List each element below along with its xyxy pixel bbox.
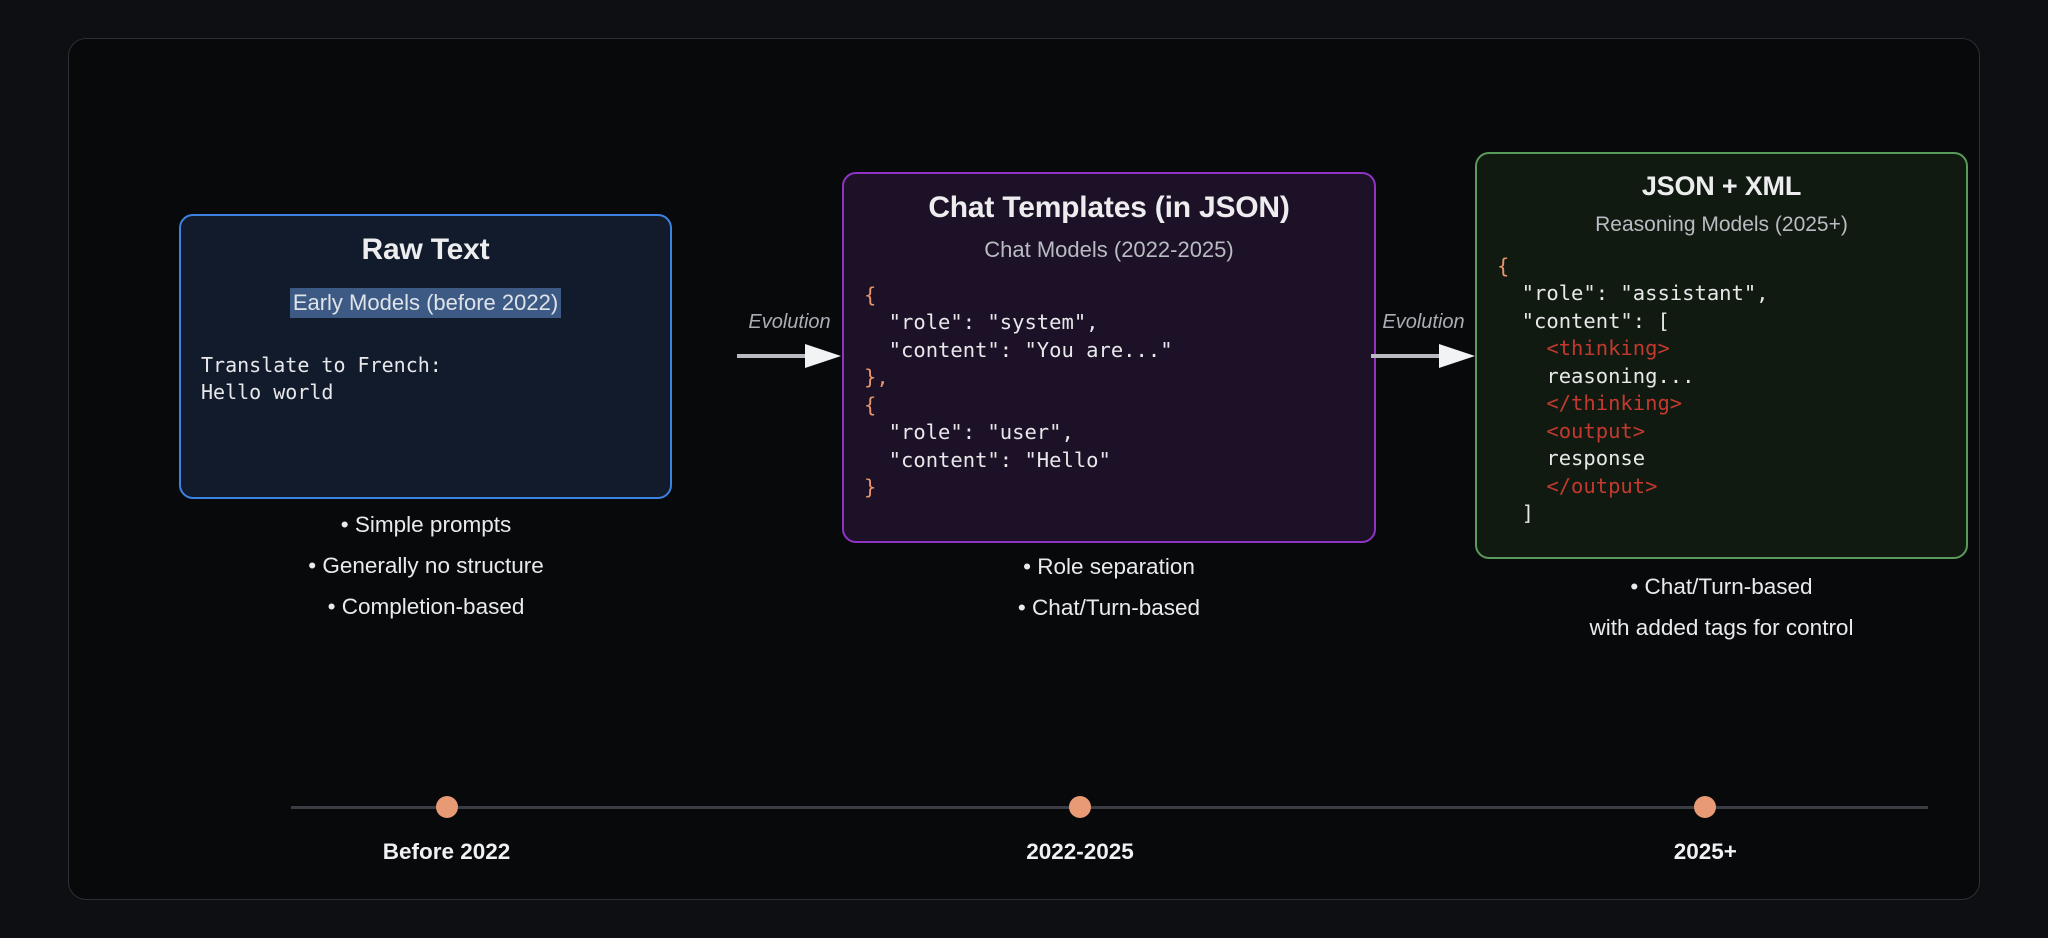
code-line: "content": [ [1497, 308, 1670, 333]
timeline: Before 2022 2022-2025 2025+ [291, 784, 1928, 894]
stage-code-block: { "role": "assistant", "content": [ <thi… [1497, 253, 1946, 528]
code-line: ] [1497, 501, 1535, 526]
code-line: "role": "system", [864, 310, 1099, 334]
stage-code-block: { "role": "system", "content": "You are.… [864, 282, 1354, 502]
stage-title: Chat Templates (in JSON) [928, 191, 1290, 224]
timeline-dot [1694, 796, 1717, 818]
stage-bullet: with added tags for control [1589, 615, 1854, 640]
code-line: "role": "user", [864, 420, 1074, 444]
timeline-label: 2022-2025 [1026, 839, 1134, 864]
code-line: { [1497, 253, 1510, 278]
stage-title: JSON + XML [1641, 171, 1802, 201]
timeline-axis [291, 806, 1928, 809]
arrow-label: Evolution [748, 311, 831, 333]
stage-bullet: • Chat/Turn-based [1630, 574, 1813, 599]
stage-bullet: • Simple prompts [340, 512, 512, 537]
stage-subtitle: Reasoning Models (2025+) [1595, 213, 1848, 237]
code-line: </thinking> [1497, 391, 1683, 416]
code-line: { [864, 392, 877, 417]
stage-card-raw-text: Raw Text Early Models (before 2022) Tran… [179, 214, 672, 499]
stage-bullet: • Role separation [1023, 554, 1195, 579]
code-line: "role": "assistant", [1497, 281, 1769, 306]
stage-code-block: Translate to French: Hello world [201, 352, 442, 405]
arrow-label: Evolution [1382, 311, 1465, 333]
code-line: }, [864, 365, 889, 389]
diagram-panel: Raw Text Early Models (before 2022) Tran… [68, 38, 1980, 900]
evolution-arrow-1: Evolution [737, 311, 842, 371]
code-line: } [864, 475, 877, 499]
timeline-dot [435, 796, 458, 818]
stage-subtitle: Chat Models (2022-2025) [984, 237, 1234, 262]
code-line: "content": "You are..." [864, 337, 1173, 362]
stage-bullets-raw-text: • Simple prompts • Generally no structure… [249, 504, 603, 627]
code-line: response [1497, 446, 1646, 471]
timeline-label: Before 2022 [382, 839, 511, 864]
code-line: <output> [1497, 418, 1646, 443]
stage-subtitle-wrap: Early Models (before 2022) [201, 278, 650, 318]
arrow-right-icon [737, 344, 841, 368]
code-line: { [864, 282, 877, 307]
timeline-label: 2025+ [1673, 839, 1737, 864]
arrow-right-icon [1371, 344, 1475, 368]
stage-card-chat-templates: Chat Templates (in JSON) Chat Models (20… [842, 172, 1376, 543]
timeline-dot [1069, 796, 1092, 818]
stage-title: Raw Text [361, 233, 490, 266]
code-line: reasoning... [1497, 363, 1695, 388]
code-line: </output> [1497, 473, 1658, 498]
stage-bullet: • Chat/Turn-based [1017, 595, 1201, 620]
stage-card-json-xml: JSON + XML Reasoning Models (2025+) { "r… [1475, 152, 1968, 559]
code-line: "content": "Hello" [864, 447, 1111, 472]
stage-bullet: • Completion-based [327, 594, 525, 619]
stage-bullet: • Generally no structure [308, 553, 544, 578]
evolution-arrow-2: Evolution [1371, 311, 1476, 371]
stage-subtitle: Early Models (before 2022) [289, 288, 562, 318]
code-line: <thinking> [1497, 336, 1670, 361]
stage-bullets-chat-templates: • Role separation • Chat/Turn-based [909, 546, 1309, 628]
stage-bullets-json-xml: • Chat/Turn-based with added tags for con… [1539, 566, 1904, 648]
